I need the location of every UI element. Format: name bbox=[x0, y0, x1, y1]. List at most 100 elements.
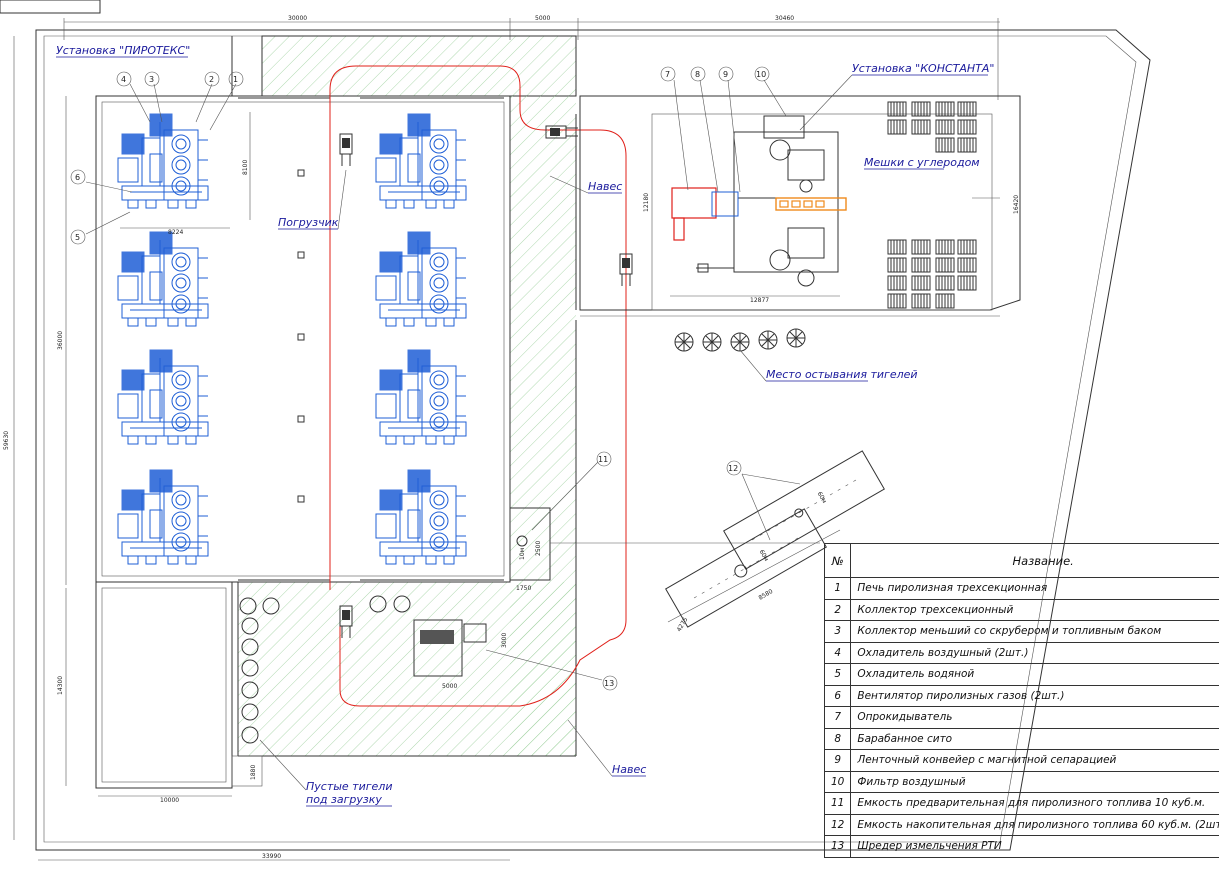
shredder bbox=[413, 619, 463, 677]
callout-number: 5 bbox=[75, 233, 80, 242]
pyrolysis-unit bbox=[117, 231, 209, 327]
svg-text:60м: 60м bbox=[816, 491, 828, 505]
belt-conveyor bbox=[775, 197, 847, 211]
forklift-route bbox=[329, 65, 627, 707]
dimension-label: 8580 bbox=[758, 588, 775, 602]
cooling-crucible-icon bbox=[730, 332, 750, 352]
canopy-zone bbox=[238, 582, 576, 756]
dimension-label: 1880 bbox=[250, 765, 257, 780]
legend-number: 6 bbox=[823, 684, 852, 707]
legend-number: 8 bbox=[823, 727, 852, 750]
legend-name: Фильтр воздушный bbox=[850, 770, 1219, 793]
legend-name: Коллектор трехсекционный bbox=[850, 598, 1219, 621]
legend-name: Охладитель водяной bbox=[850, 663, 1219, 686]
legend-number: 7 bbox=[823, 706, 852, 729]
cooling-crucible-icon bbox=[702, 332, 722, 352]
legend-name: Шредер измельчения РТИ bbox=[850, 835, 1219, 858]
legend-name: Ленточный конвейер с магнитной сепарацие… bbox=[850, 749, 1219, 772]
callouts-pyrotex: 4 3 2 1 6 5 bbox=[70, 71, 244, 245]
callout-number: 2 bbox=[209, 75, 214, 84]
empty-crucibles bbox=[239, 595, 411, 744]
cooling-crucible-icon bbox=[674, 332, 694, 352]
callout-number: 11 bbox=[598, 455, 608, 464]
dimension-label: 59630 bbox=[3, 431, 10, 450]
pyrolysis-unit bbox=[375, 469, 467, 565]
callout-number: 1 bbox=[233, 75, 238, 84]
dimension-label: 8224 bbox=[168, 229, 183, 236]
dimension-label: 33990 bbox=[262, 853, 281, 860]
pyrolysis-unit bbox=[375, 231, 467, 327]
dimension-label: 30000 bbox=[288, 15, 307, 22]
legend-number: 10 bbox=[823, 770, 852, 793]
dimension-label: 36000 bbox=[57, 331, 64, 350]
dimension-label: 12180 bbox=[643, 193, 650, 212]
carbon-bags-label: Мешки с углеродом bbox=[864, 156, 980, 169]
callout-number: 8 bbox=[695, 70, 700, 79]
legend-name: Опрокидыватель bbox=[850, 706, 1219, 729]
legend-name: Коллектор меньший со скрубером и топливн… bbox=[850, 620, 1219, 643]
callout-number: 4 bbox=[121, 75, 126, 84]
legend-header-name: Название. bbox=[850, 543, 1219, 578]
legend-number: 1 bbox=[823, 577, 852, 600]
callout-number: 13 bbox=[604, 679, 614, 688]
callout-number: 6 bbox=[75, 173, 80, 182]
legend-number: 11 bbox=[823, 792, 852, 815]
callout-number: 12 bbox=[728, 464, 738, 473]
legend-name: Барабанное сито bbox=[850, 727, 1219, 750]
empty-crucibles-label: Пустые тигели bbox=[306, 780, 392, 793]
tank-60m3: 60м bbox=[665, 508, 827, 628]
pyrolysis-unit bbox=[375, 113, 467, 209]
dimension-label: 10000 bbox=[160, 797, 179, 804]
tank-volume-label: 10м bbox=[519, 548, 526, 560]
tank-10m3 bbox=[509, 507, 551, 581]
legend-number: 3 bbox=[823, 620, 852, 643]
callout-number: 3 bbox=[149, 75, 154, 84]
legend-number: 2 bbox=[823, 598, 852, 621]
dimension-label: 1750 bbox=[516, 585, 531, 592]
legend-number: 9 bbox=[823, 749, 852, 772]
dimension-label: 3000 bbox=[501, 633, 508, 648]
loader-label: Погрузчик bbox=[278, 216, 339, 229]
pyrolysis-unit bbox=[117, 349, 209, 445]
forklift-icon bbox=[339, 133, 353, 167]
canopy-label: Навес bbox=[588, 180, 622, 193]
callouts-konstanta: 7 8 9 10 bbox=[660, 66, 787, 193]
dimension-label: 16420 bbox=[1013, 195, 1020, 214]
konstanta-equipment bbox=[671, 115, 847, 287]
drum-sieve bbox=[711, 191, 739, 217]
dimension-label: 12877 bbox=[750, 297, 769, 304]
legend-name: Охладитель воздушный (2шт.) bbox=[850, 641, 1219, 664]
tank-60m3: 60м bbox=[723, 450, 885, 570]
dimension-label: 5000 bbox=[442, 683, 457, 690]
konstanta-label: Установка "КОНСТАНТА" bbox=[852, 62, 994, 75]
legend-number: 13 bbox=[823, 835, 852, 858]
cooling-place-label: Место остывания тигелей bbox=[766, 368, 918, 381]
storage-room bbox=[95, 581, 233, 789]
pyrotex-label: Установка "ПИРОТЕКС" bbox=[56, 44, 190, 57]
empty-crucibles-label: под загрузку bbox=[306, 793, 382, 806]
dimension-label: 14300 bbox=[57, 676, 64, 695]
pyrolysis-unit bbox=[117, 469, 209, 565]
legend-name: Емкость предварительная для пиролизного … bbox=[850, 792, 1219, 815]
legend-header-row: № Название. bbox=[823, 543, 1219, 578]
legend-header-number: № bbox=[823, 543, 852, 578]
tipper bbox=[671, 187, 717, 219]
legend-number: 4 bbox=[823, 641, 852, 664]
dimension-label: 5000 bbox=[535, 15, 550, 22]
dimension-label: 4275 bbox=[676, 616, 690, 633]
callout-number: 7 bbox=[665, 70, 670, 79]
legend-number: 5 bbox=[823, 663, 852, 686]
dimension-label: 8100 bbox=[242, 160, 249, 175]
dimension-label: 2500 bbox=[535, 541, 542, 556]
